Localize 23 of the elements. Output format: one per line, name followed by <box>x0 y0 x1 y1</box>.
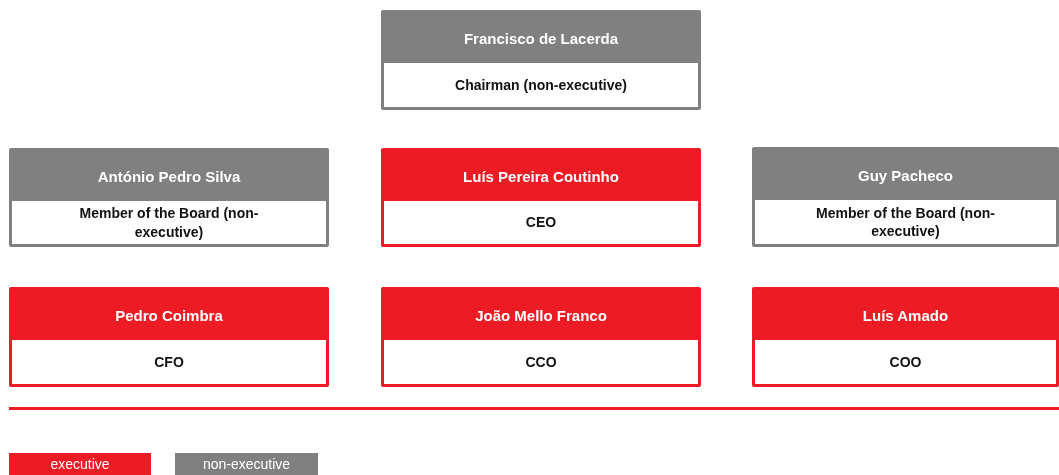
name-header: Luís Pereira Coutinho <box>384 151 698 201</box>
name-header: Francisco de Lacerda <box>384 13 698 63</box>
person-card <box>9 148 329 247</box>
role-text: CEO <box>525 213 557 232</box>
name-header: António Pedro Silva <box>12 151 326 201</box>
person-card <box>381 287 701 387</box>
person-card <box>9 287 329 387</box>
name-header: Pedro Coimbra <box>12 290 326 340</box>
person-card <box>381 148 701 247</box>
legend-swatch: non-executive <box>175 453 318 475</box>
name-header: Guy Pacheco <box>755 150 1056 200</box>
role-text: Member of the Board (non-executive) <box>815 203 996 241</box>
role-text: CCO <box>525 352 557 372</box>
role-text: Member of the Board (non-executive) <box>78 204 260 241</box>
role-text: CFO <box>154 352 184 372</box>
role-text: Chairman (non-executive) <box>455 75 627 95</box>
role-text: COO <box>889 352 922 372</box>
name-header: Luís Amado <box>755 290 1056 340</box>
person-card <box>381 10 701 110</box>
name-header: João Mello Franco <box>384 290 698 340</box>
legend-swatch: executive <box>9 453 151 475</box>
person-card <box>752 287 1059 387</box>
person-card <box>752 147 1059 247</box>
